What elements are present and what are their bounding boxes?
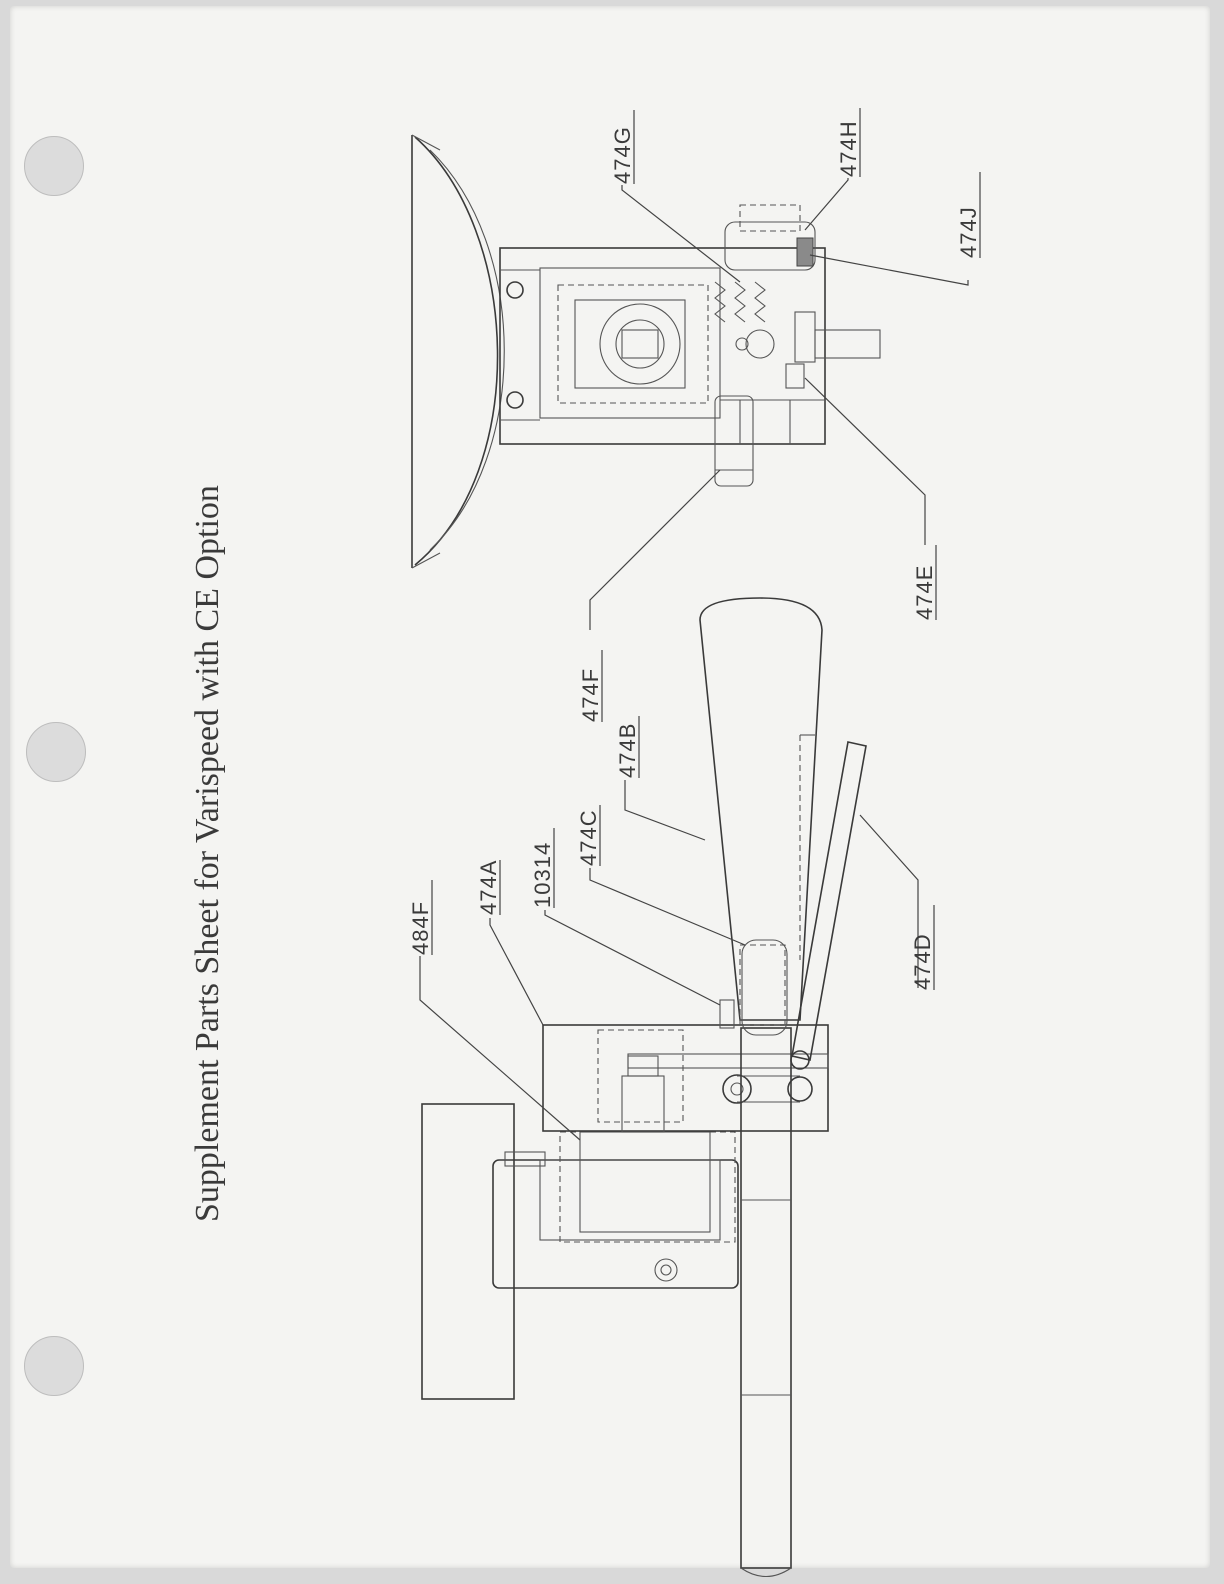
actuator-rod — [715, 396, 753, 486]
callout-labels: 484F 474A 10314 474C 474B 474F 474D 474G… — [408, 120, 981, 990]
motor-bolt — [655, 1259, 677, 1281]
switch-block — [786, 364, 804, 388]
label-474E: 474E — [912, 565, 937, 620]
drive-hub — [600, 304, 680, 384]
label-474F: 474F — [578, 668, 603, 722]
latch-pad — [797, 238, 813, 266]
label-484F: 484F — [408, 901, 433, 955]
sheet-title: Supplement Parts Sheet for Varispeed wit… — [189, 485, 226, 1222]
release-lever — [792, 742, 866, 1060]
lever-rod — [741, 1028, 791, 1568]
back-plate — [422, 1104, 514, 1399]
mount-bolt-1 — [507, 282, 523, 298]
pivot-left — [723, 1075, 751, 1103]
tapered-handle — [700, 598, 822, 1020]
pin-10314 — [720, 1000, 734, 1028]
callout-leaders — [420, 178, 968, 1140]
label-474B: 474B — [615, 723, 640, 778]
label-474G: 474G — [610, 126, 635, 184]
pivot-pin — [746, 330, 774, 358]
upper-assembly — [412, 135, 880, 568]
mounting-bracket — [543, 1025, 828, 1131]
mount-bolt-2 — [507, 392, 523, 408]
label-474D: 474D — [910, 933, 935, 990]
motor-core — [580, 1132, 710, 1232]
gearbox-body — [500, 248, 825, 444]
label-474J: 474J — [956, 206, 981, 258]
gearbox-housing — [540, 268, 720, 418]
lower-assembly — [422, 598, 866, 1577]
label-474C: 474C — [576, 809, 601, 866]
coupler — [622, 1076, 664, 1132]
motor-housing — [493, 1160, 738, 1288]
label-10314: 10314 — [530, 842, 555, 908]
guard-curve — [415, 137, 498, 565]
label-474A: 474A — [476, 860, 501, 915]
spring — [715, 282, 765, 322]
label-474H: 474H — [836, 120, 861, 177]
